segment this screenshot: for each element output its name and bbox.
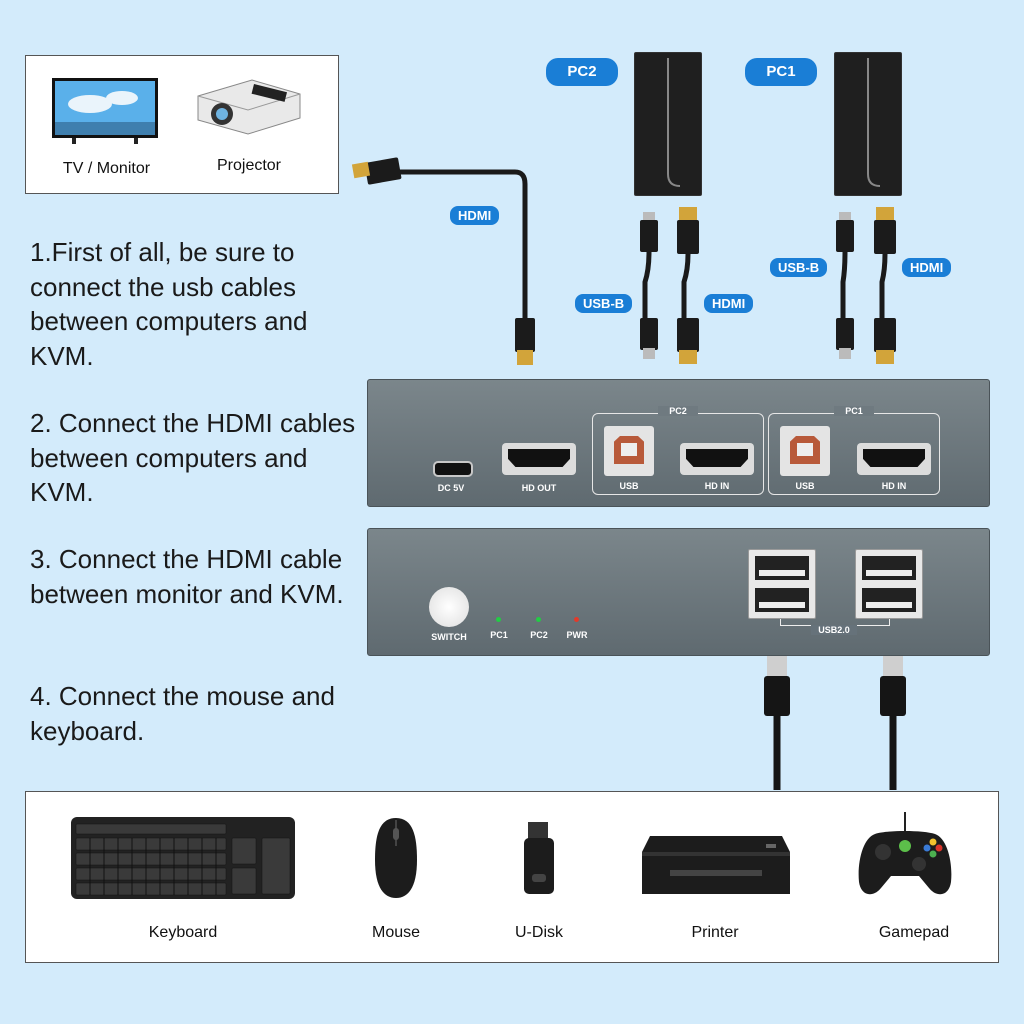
pc1-led bbox=[496, 617, 501, 622]
switch-button[interactable] bbox=[429, 587, 469, 627]
step-2: 2. Connect the HDMI cables between compu… bbox=[30, 408, 356, 507]
hdmi-tag-monitor: HDMI bbox=[450, 206, 500, 225]
pc1-usb-label: USB bbox=[795, 481, 815, 491]
usb-b-tag-pc1: USB-B bbox=[770, 258, 828, 277]
step-1: 1.First of all, be sure to connect the u… bbox=[30, 237, 308, 371]
pc1-group-label: PC1 bbox=[834, 406, 874, 416]
tv-monitor-label: TV / Monitor bbox=[62, 160, 151, 177]
projector-icon bbox=[197, 79, 301, 135]
u-disk-icon bbox=[524, 822, 554, 894]
pc2-led bbox=[536, 617, 541, 622]
usb2-label: USB2.0 bbox=[811, 625, 857, 635]
keyboard-icon bbox=[71, 817, 295, 899]
usb-b-tag-pc2: USB-B bbox=[575, 294, 633, 313]
hd-out-label: HD OUT bbox=[521, 483, 557, 493]
pc2-cables bbox=[640, 207, 699, 364]
dc-5v-label: DC 5V bbox=[437, 483, 465, 493]
pc1-usb-b-port bbox=[780, 426, 830, 476]
pc1-tag: PC1 bbox=[745, 58, 817, 86]
usb-a-cables bbox=[764, 655, 906, 790]
pwr-led-label: PWR bbox=[566, 630, 588, 640]
gamepad-label: Gamepad bbox=[878, 924, 950, 941]
u-disk-label: U-Disk bbox=[515, 924, 563, 941]
pc2-hd-in-port bbox=[680, 443, 754, 475]
step-3: 3. Connect the HDMI cable between monito… bbox=[30, 544, 344, 609]
pc2-usb-b-port bbox=[604, 426, 654, 476]
usb-a-port-stack-left bbox=[748, 549, 816, 619]
pc1-tower bbox=[834, 52, 902, 196]
pc2-usb-label: USB bbox=[619, 481, 639, 491]
projector-label: Projector bbox=[216, 157, 282, 174]
hdmi-tag-pc2: HDMI bbox=[704, 294, 754, 313]
display-devices-box: TV / Monitor Projector bbox=[25, 55, 339, 194]
kvm-front-panel: SWITCH PC1 PC2 PWR USB2.0 bbox=[367, 528, 990, 656]
step-4: 4. Connect the mouse and keyboard. bbox=[30, 681, 335, 746]
pc2-hd-in-label: HD IN bbox=[704, 481, 730, 491]
pc2-group-label: PC2 bbox=[658, 406, 698, 416]
pc2-tower bbox=[634, 52, 702, 196]
tv-monitor-icon bbox=[52, 78, 158, 144]
keyboard-label: Keyboard bbox=[148, 924, 218, 941]
pc1-hd-in-label: HD IN bbox=[881, 481, 907, 491]
pc1-hd-in-port bbox=[857, 443, 931, 475]
peripherals-box: Keyboard Mouse U-Disk Printer Gamepad bbox=[25, 791, 999, 963]
mouse-label: Mouse bbox=[371, 924, 421, 941]
pc1-led-label: PC1 bbox=[490, 630, 508, 640]
printer-label: Printer bbox=[691, 924, 739, 941]
switch-label: SWITCH bbox=[431, 632, 467, 642]
pc2-tag: PC2 bbox=[546, 58, 618, 86]
pc2-led-label: PC2 bbox=[530, 630, 548, 640]
mouse-icon bbox=[375, 818, 417, 898]
printer-icon bbox=[642, 836, 790, 894]
usb-a-port-stack-right bbox=[855, 549, 923, 619]
pwr-led bbox=[574, 617, 579, 622]
hdmi-tag-pc1: HDMI bbox=[902, 258, 952, 277]
kvm-back-panel: DC 5V HD OUT PC2 USB HD IN PC1 USB HD IN bbox=[367, 379, 990, 507]
hd-out-port bbox=[502, 443, 576, 475]
micro-usb-port bbox=[433, 461, 473, 477]
gamepad-icon bbox=[858, 812, 952, 895]
pc1-cables bbox=[836, 207, 896, 364]
